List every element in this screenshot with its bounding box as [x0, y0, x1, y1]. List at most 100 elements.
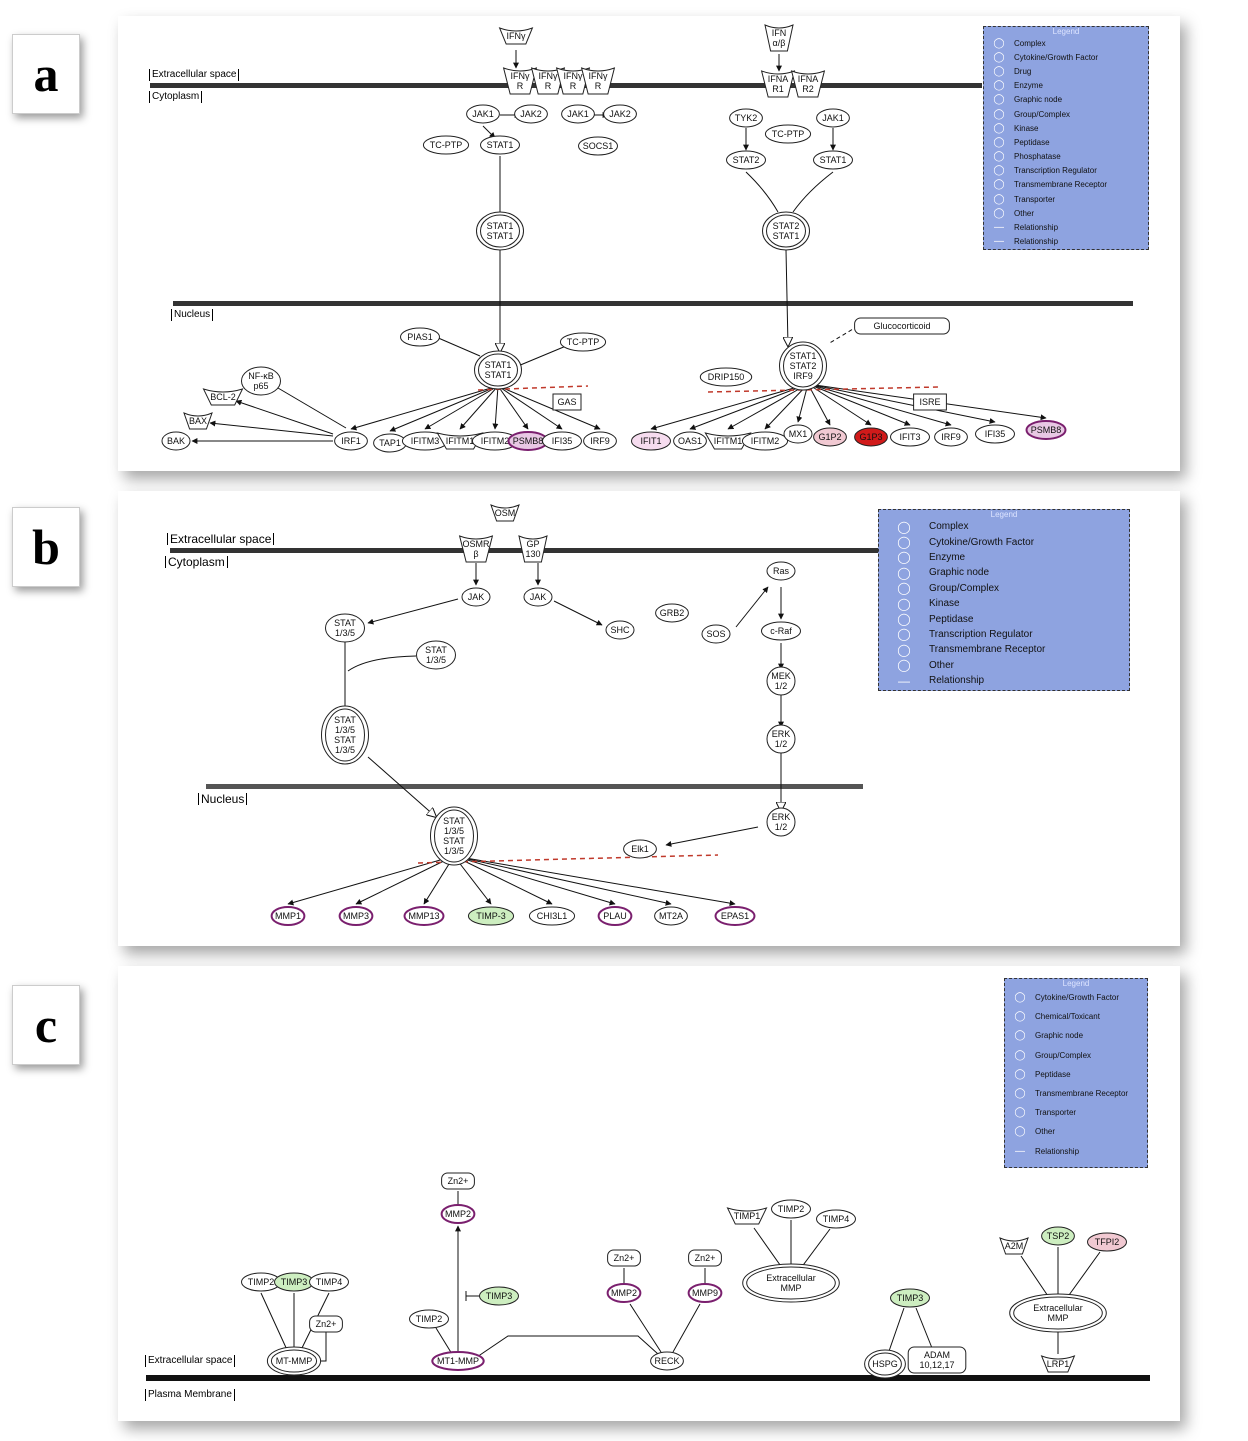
regulation-arrow [389, 385, 499, 432]
legend-item: ◯Cytokine/Growth Factor [984, 50, 1148, 64]
node-label: RECK [654, 1356, 679, 1366]
legend-shape-icon: ◯ [897, 627, 911, 642]
node-label: Zn2+ [316, 1319, 337, 1329]
regulation-arrow [355, 855, 455, 905]
legend-item: ◯Graphic node [879, 565, 1129, 580]
cytoplasm-label: Cytoplasm [165, 556, 228, 568]
node-zn1: Zn2+ [309, 1315, 343, 1333]
node-zn3: Zn2+ [607, 1249, 641, 1267]
node-label: STAT1 [790, 351, 817, 361]
node-timp1c: TIMP1 [726, 1207, 768, 1225]
node-stat1: STAT1 [480, 135, 520, 155]
legend-shape-icon: ◯ [897, 550, 911, 565]
node-ifit3: IFIT3 [890, 427, 930, 447]
legend-shape-icon: ◯ [897, 565, 911, 580]
panel-b-links [287, 563, 781, 907]
node-statb: STAT1/3/5 [416, 640, 456, 670]
node-plau: PLAU [597, 906, 633, 926]
node-bak: BAK [161, 431, 191, 451]
node-label: p65 [253, 381, 268, 391]
node-label: NF-κB [248, 371, 274, 381]
node-mt1mmp: MT1-MMP [431, 1351, 485, 1371]
node-label: 1/3/5 [444, 826, 464, 836]
node-label: ISRE [919, 397, 940, 407]
legend-item: ◯Transporter [1005, 1103, 1147, 1122]
node-label: 1/2 [775, 681, 788, 691]
legend-item: ◯Other [984, 206, 1148, 220]
node-label: MT1-MMP [437, 1356, 479, 1366]
legend-shape-icon: ◯ [1014, 992, 1026, 1004]
node-jak2b: JAK2 [603, 104, 637, 124]
node-label: JAK1 [567, 109, 589, 119]
legend-b: Legend ◯Complex◯Cytokine/Growth Factor◯E… [878, 509, 1130, 691]
regulation-arrow [807, 383, 831, 426]
node-label: Elk1 [631, 844, 649, 854]
legend-shape-icon: ◯ [897, 642, 911, 657]
node-timp2c: TIMP2 [771, 1199, 811, 1219]
regulation-arrow [497, 385, 529, 430]
legend-shape-icon: ◯ [897, 596, 911, 611]
node-ifi35: IFI35 [542, 431, 582, 451]
node-shc: SHC [605, 620, 635, 640]
node-label: PSMB8 [1031, 425, 1062, 435]
node-label: TC-PTP [567, 337, 600, 347]
node-drip: DRIP150 [699, 367, 753, 387]
node-osm: OSM [490, 504, 520, 522]
node-label: STAT1 [487, 231, 514, 241]
node-gas: GAS [552, 393, 582, 411]
node-grb2: GRB2 [655, 603, 689, 623]
node-label: STAT [443, 836, 465, 846]
legend-item: ◯Transcription Regulator [879, 627, 1129, 642]
node-label: TIMP3 [486, 1291, 513, 1301]
node-label: R [545, 81, 552, 91]
node-label: OAS1 [678, 436, 702, 446]
node-ifitm3: IFITM3 [401, 431, 449, 451]
legend-item-label: Group/Complex [929, 582, 1000, 594]
legend-shape-icon: ◯ [993, 37, 1005, 49]
legend-item: —Relationship [984, 220, 1148, 234]
regulation-arrow [796, 383, 809, 423]
legend-item-label: Relationship [1014, 223, 1059, 233]
legend-item: ◯Complex [879, 519, 1129, 534]
regulation-arrow [424, 385, 499, 430]
node-label: 1/3/5 [426, 655, 446, 665]
node-label: JAK1 [472, 109, 494, 119]
node-label: IFITM3 [411, 436, 440, 446]
node-label: TIMP2 [778, 1204, 805, 1214]
plasma-membrane-label: Plasma Membrane [145, 1389, 235, 1401]
legend-a: Legend ◯Complex◯Cytokine/Growth Factor◯D… [983, 26, 1149, 250]
legend-item: ◯Transporter [984, 192, 1148, 206]
legend-item: ◯Transmembrane Receptor [879, 642, 1129, 657]
node-label: TSP2 [1047, 1231, 1070, 1241]
node-label: GRB2 [660, 608, 685, 618]
legend-item-label: Graphic node [1014, 95, 1063, 105]
regulation-arrow [807, 383, 872, 426]
node-label: IFNγ [539, 71, 558, 81]
legend-shape-icon: ◯ [1014, 1088, 1026, 1100]
node-a2m: A2M [999, 1237, 1029, 1255]
legend-item-label: Kinase [1014, 123, 1039, 133]
node-label: TIMP1 [734, 1211, 761, 1221]
node-label: A2M [1005, 1241, 1024, 1251]
node-label: TAP1 [379, 438, 401, 448]
node-label: MT2A [659, 911, 683, 921]
node-label: 1/2 [775, 739, 788, 749]
node-timp2a: TIMP2 [241, 1272, 281, 1292]
node-irf1: IRF1 [334, 431, 368, 451]
legend-shape-icon: ◯ [1014, 1126, 1026, 1138]
node-label: STAT2 [773, 221, 800, 231]
legend-item: ◯Phosphatase [984, 150, 1148, 164]
regulation-arrow [764, 383, 809, 430]
legend-item-label: Group/Complex [1014, 109, 1071, 119]
legend-item: ◯Cytokine/Growth Factor [879, 534, 1129, 549]
legend-item: ◯Kinase [984, 121, 1148, 135]
regulation-arrow [350, 385, 499, 431]
node-label: 130 [525, 549, 540, 559]
